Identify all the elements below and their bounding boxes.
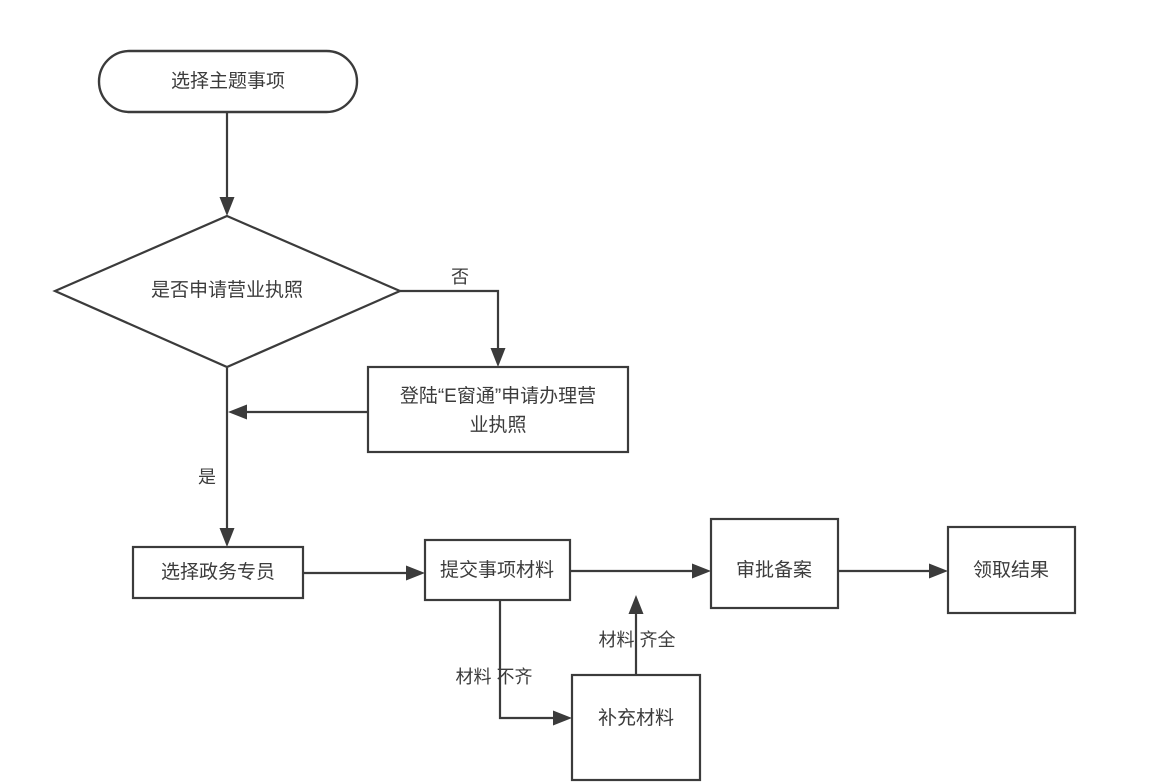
- edge-label-materials-complete: 材料 齐全: [598, 630, 675, 650]
- node-label-collect-result: 领取结果: [973, 559, 1049, 581]
- node-collect-result[interactable]: 领取结果: [946, 525, 1077, 615]
- edge-echuangtong-to-trunk: [228, 404, 367, 420]
- node-label-submit-materials: 提交事项材料: [440, 559, 554, 581]
- edge-decision-yes-to-officer: 是: [198, 368, 235, 547]
- node-supplement-materials[interactable]: 补充材料: [570, 673, 702, 782]
- node-label-echuangtong-line1: 登陆“E窗通”申请办理营: [400, 385, 596, 407]
- node-label-supplement-materials: 补充材料: [598, 707, 674, 729]
- edge-officer-to-submit: [303, 565, 425, 581]
- node-label-select-topic-item: 选择主题事项: [171, 70, 285, 92]
- edge-approve-to-result: [838, 563, 948, 579]
- node-echuangtong-apply[interactable]: 登陆“E窗通”申请办理营 业执照: [366, 365, 630, 454]
- edge-label-yes: 是: [198, 467, 216, 487]
- node-decision-apply-business-license[interactable]: 是否申请营业执照: [52, 214, 403, 369]
- edge-submit-to-approve: [570, 563, 711, 579]
- node-label-select-government-officer: 选择政务专员: [161, 561, 275, 583]
- node-label-decision-apply-business-license: 是否申请营业执照: [151, 279, 303, 301]
- edge-decision-no-to-echuangtong: 否: [400, 267, 506, 367]
- node-label-approval-filing: 审批备案: [736, 559, 812, 581]
- edge-start-to-decision: [219, 113, 235, 216]
- node-label-echuangtong-line2: 业执照: [469, 414, 526, 436]
- node-select-topic-item[interactable]: 选择主题事项: [97, 49, 359, 114]
- node-submit-materials[interactable]: 提交事项材料: [423, 538, 572, 602]
- node-select-government-officer[interactable]: 选择政务专员: [131, 545, 305, 600]
- node-approval-filing[interactable]: 审批备案: [709, 517, 840, 610]
- edge-supplement-to-approve: 材料 齐全: [598, 595, 676, 675]
- edge-submit-to-supplement: 材料 不齐: [455, 600, 572, 726]
- edge-label-materials-incomplete: 材料 不齐: [455, 667, 532, 687]
- edge-label-no: 否: [451, 267, 469, 287]
